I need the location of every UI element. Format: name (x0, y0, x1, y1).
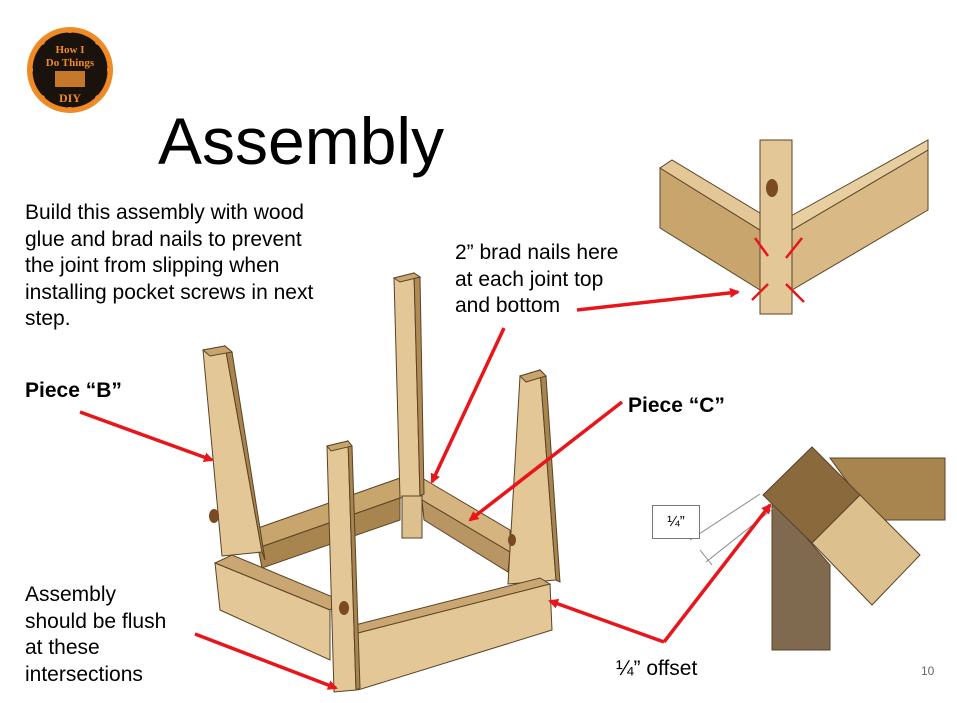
instruction-line: step. (25, 307, 71, 330)
offset-arrow (548, 599, 665, 644)
piece-c-arrow (468, 400, 624, 522)
offset-arrow (662, 503, 772, 644)
logo-line-3: DIY (59, 91, 81, 105)
brad-note-line: and bottom (455, 294, 561, 317)
offset-detail (660, 440, 950, 651)
brad-note-line: at each joint top (455, 267, 604, 291)
flush-note-line: at these (25, 636, 100, 659)
stool-frame-drawing (201, 272, 561, 693)
instruction-text: Build this assembly with wood glue and b… (25, 200, 313, 333)
piece-c-label: Piece “C” (628, 394, 725, 417)
logo-line-2: Do Things (46, 57, 95, 69)
flush-note-line: intersections (25, 662, 143, 686)
brad-arrow (430, 327, 506, 484)
flush-note-line: Assembly (25, 583, 117, 606)
how-i-do-things-diy-logo: How I Do Things DIY (27, 27, 113, 113)
flush-arrow (194, 632, 338, 690)
corner-joint-detail (658, 139, 930, 330)
instruction-line: glue and brad nails to prevent (25, 227, 302, 251)
brad-arrow (576, 287, 740, 312)
brad-nail-note: 2” brad nails here at each joint top and… (455, 240, 618, 320)
instruction-line: Build this assembly with wood (25, 201, 304, 224)
flush-note: Assembly should be flush at these inters… (25, 582, 166, 688)
piece-b-label: Piece “B” (25, 379, 122, 402)
logo-line-1: How I (55, 44, 84, 56)
brad-note-line: 2” brad nails here (455, 241, 619, 264)
flush-note-line: should be flush (25, 609, 167, 633)
instruction-line: installing pocket screws in next (25, 280, 314, 304)
offset-note: ¼” offset (616, 657, 698, 680)
callout-arrows (79, 287, 772, 690)
page-number: 10 (921, 664, 935, 678)
instruction-line: the joint from slipping when (25, 254, 280, 277)
slide-title: Assembly (158, 104, 445, 178)
piece-b-arrow (79, 410, 214, 462)
quarter-inch-box: ¼” (652, 505, 700, 539)
